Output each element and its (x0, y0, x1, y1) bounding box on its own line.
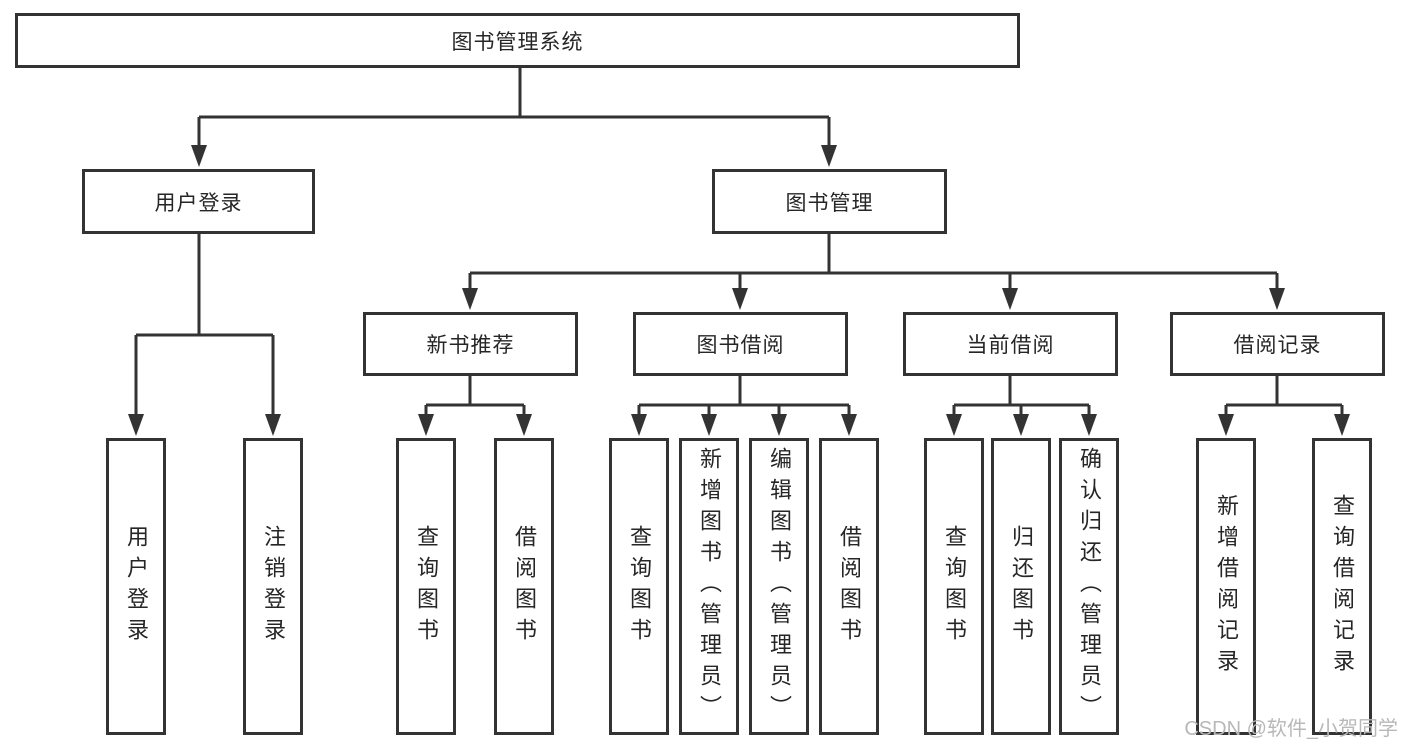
leaf-record-query-record-label: 查询借阅记录 (1330, 493, 1355, 680)
node-current-borrow: 当前借阅 (903, 312, 1118, 376)
leaf-current-confirm-return-admin-label: 确认归还（管理员） (1077, 447, 1102, 726)
connector-paths (134, 68, 1344, 420)
leaf-current-confirm-return-admin: 确认归还（管理员） (1059, 438, 1119, 735)
leaf-current-query-book: 查询图书 (924, 438, 984, 735)
node-book-borrow: 图书借阅 (633, 312, 848, 376)
leaf-current-query-book-label: 查询图书 (942, 524, 967, 649)
leaf-logout: 注销登录 (243, 438, 303, 735)
node-user-login-label: 用户登录 (154, 191, 243, 215)
leaf-borrow-query-book-label: 查询图书 (627, 524, 652, 649)
node-current-borrow-label: 当前借阅 (966, 334, 1055, 357)
leaf-borrow-borrow-book-label: 借阅图书 (837, 524, 862, 649)
leaf-newrec-borrow-book-label: 借阅图书 (512, 524, 537, 649)
node-borrow-record: 借阅记录 (1170, 312, 1385, 376)
leaf-borrow-add-book-admin-label: 新增图书（管理员） (697, 447, 722, 726)
node-book-management: 图书管理 (712, 169, 947, 234)
leaf-borrow-edit-book-admin-label: 编辑图书（管理员） (767, 447, 792, 726)
watermark-text: CSDN @软件_小贺同学 (1184, 718, 1398, 740)
node-root: 图书管理系统 (15, 13, 1020, 68)
leaf-borrow-add-book-admin: 新增图书（管理员） (679, 438, 739, 735)
leaf-user-login-label: 用户登录 (124, 524, 149, 649)
leaf-current-return-book-label: 归还图书 (1009, 524, 1034, 649)
leaf-newrec-borrow-book: 借阅图书 (494, 438, 554, 735)
node-new-book-recommend: 新书推荐 (363, 312, 578, 376)
leaf-record-add-record-label: 新增借阅记录 (1214, 493, 1239, 680)
leaf-record-add-record: 新增借阅记录 (1196, 438, 1256, 735)
leaf-newrec-query-book-label: 查询图书 (414, 524, 439, 649)
node-borrow-record-label: 借阅记录 (1233, 334, 1322, 357)
leaf-borrow-query-book: 查询图书 (609, 438, 669, 735)
leaf-newrec-query-book: 查询图书 (396, 438, 456, 735)
leaf-borrow-borrow-book: 借阅图书 (819, 438, 879, 735)
node-new-book-recommend-label: 新书推荐 (426, 334, 515, 357)
node-book-borrow-label: 图书借阅 (696, 334, 785, 357)
leaf-borrow-edit-book-admin: 编辑图书（管理员） (749, 438, 809, 735)
leaf-record-query-record: 查询借阅记录 (1312, 438, 1372, 735)
node-user-login: 用户登录 (82, 169, 315, 234)
leaf-current-return-book: 归还图书 (991, 438, 1051, 735)
arrowheads (128, 145, 1350, 436)
node-book-management-label: 图书管理 (785, 191, 874, 215)
leaf-logout-label: 注销登录 (261, 524, 286, 649)
leaf-user-login: 用户登录 (106, 438, 166, 735)
node-root-label: 图书管理系统 (451, 30, 584, 54)
